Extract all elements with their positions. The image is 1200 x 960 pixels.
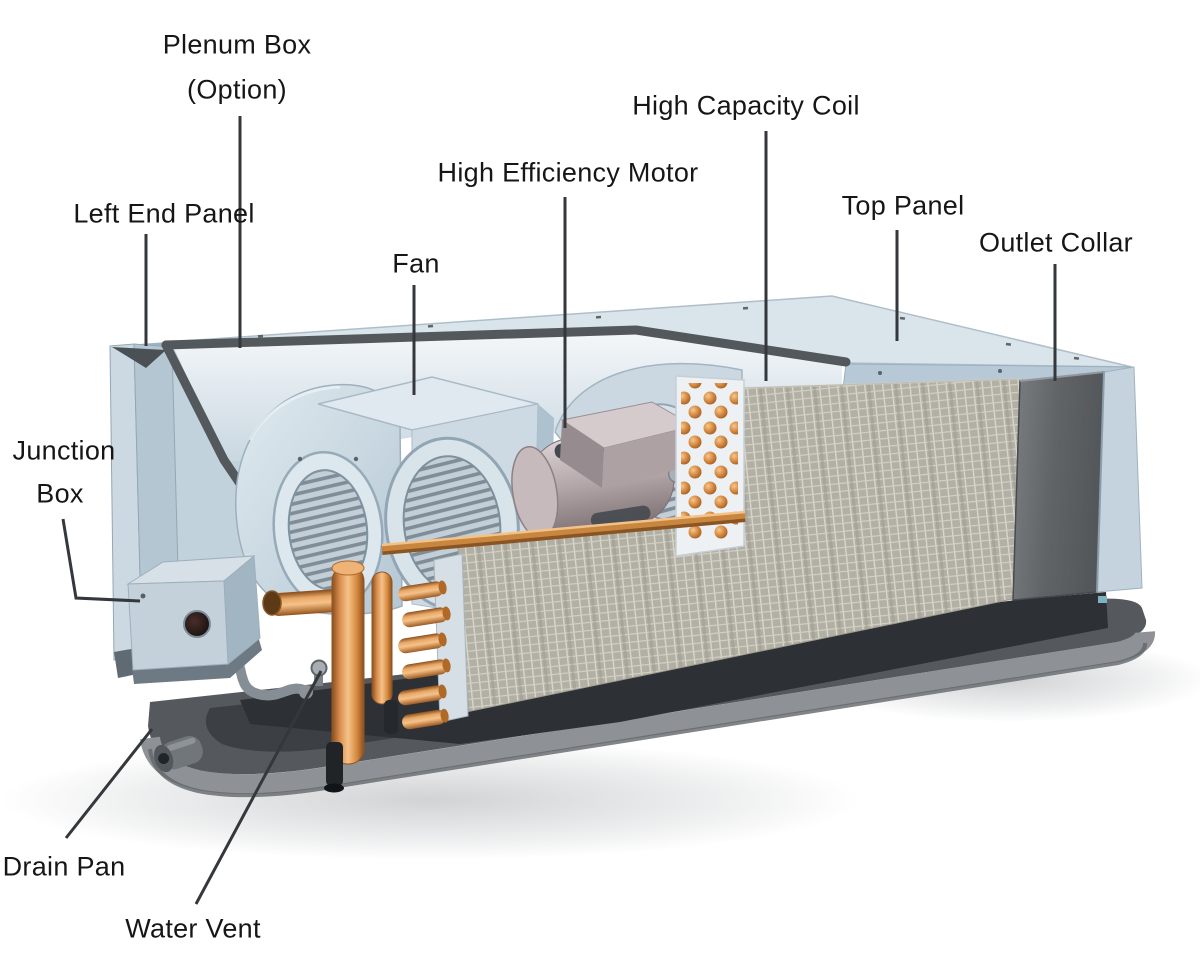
copper-manifold-shape <box>262 560 451 793</box>
label-drain-pan: Drain Pan <box>2 851 126 882</box>
leader-junction-box <box>61 518 141 603</box>
right-end-panel-shape <box>1096 366 1143 603</box>
leader-water-vent <box>194 670 323 905</box>
drain-connection-stub <box>154 735 203 773</box>
label-plenum-box-line1: Plenum Box <box>162 29 312 60</box>
leader-lines <box>61 116 1057 905</box>
label-plenum-box-line2: (Option) <box>187 74 287 105</box>
label-fan: Fan <box>392 248 440 279</box>
label-high-efficiency-motor: High Efficiency Motor <box>437 157 699 188</box>
label-water-vent: Water Vent <box>125 913 261 944</box>
coil-stub-tubes <box>398 580 451 730</box>
top-panel-screws <box>257 306 1100 378</box>
label-junction-box-line2: Box <box>36 478 84 509</box>
coil-end-plate-shape <box>675 375 745 557</box>
label-outlet-collar: Outlet Collar <box>979 227 1133 258</box>
label-top-panel: Top Panel <box>841 190 965 221</box>
water-vent-shape <box>310 659 328 686</box>
label-left-end-panel: Left End Panel <box>73 198 255 229</box>
junction-box-shape <box>126 554 262 684</box>
motor-capacitor-box <box>560 401 696 488</box>
copper-supply-tube-shape <box>381 510 746 555</box>
outlet-collar-shape <box>1012 371 1105 601</box>
label-high-capacity-coil: High Capacity Coil <box>632 90 860 121</box>
label-junction-box-line1: Junction <box>12 435 116 466</box>
leader-drain-pan <box>64 728 154 839</box>
